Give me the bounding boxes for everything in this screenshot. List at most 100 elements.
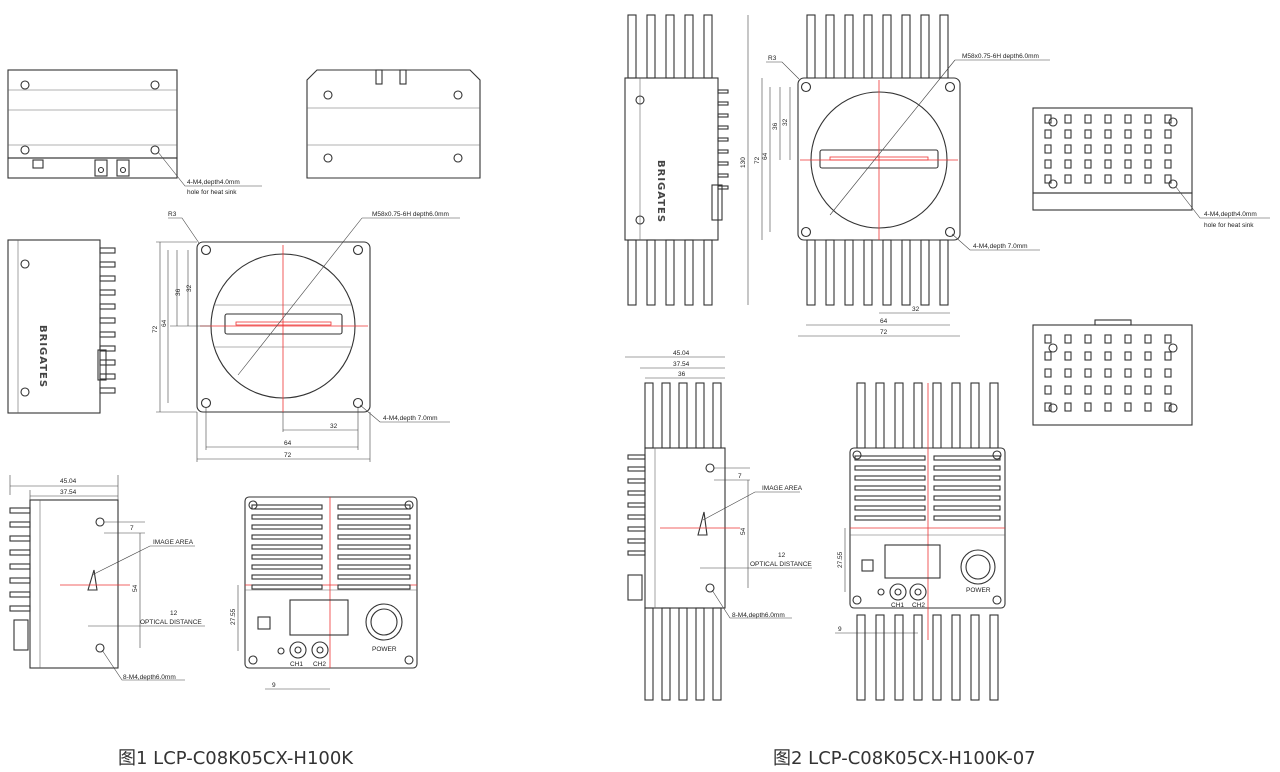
svg-text:POWER: POWER [372,646,397,653]
figure1-caption: 图1 LCP-C08K05CX-H100K [118,748,354,769]
vent-hole [1164,334,1172,344]
fig2-back-view: CH1 CH2 POWER 27.55 9 [835,383,1006,640]
svg-text:M58x0.75-6H depth6.0mm: M58x0.75-6H depth6.0mm [372,211,449,218]
vent-hole [1084,351,1092,361]
heat-fin [932,614,942,701]
vent-hole [1044,334,1052,344]
heat-fin [627,14,637,79]
svg-text:IMAGE AREA: IMAGE AREA [153,539,194,546]
heat-fin [717,89,729,94]
fig2-top-view-b [1032,319,1193,426]
vent-slot [854,475,926,481]
heat-fin [825,14,835,79]
vent-slot [251,524,323,530]
svg-text:32: 32 [330,423,338,430]
vent-hole [1144,368,1152,378]
heat-fin [856,614,866,701]
vent-hole [1164,159,1172,169]
heat-fin [627,478,646,484]
heat-fin [684,14,694,79]
svg-text:32: 32 [912,306,920,313]
fig1-back-view: CH1 CH2 POWER 27.55 9 [230,496,418,690]
heat-fin [627,466,646,472]
vent-hole [1124,159,1132,169]
vent-slot [251,544,323,550]
heat-fin [825,239,835,306]
heat-fin [99,359,116,366]
svg-text:OPTICAL DISTANCE: OPTICAL DISTANCE [140,619,202,626]
svg-text:4-M4,depth 7.0mm: 4-M4,depth 7.0mm [973,243,1028,250]
vent-hole [1124,129,1132,139]
vent-hole [1064,174,1072,184]
svg-text:12: 12 [170,610,178,617]
heat-fin [863,14,873,79]
vent-hole [1064,129,1072,139]
vent-hole [1064,159,1072,169]
heat-fin [9,549,31,556]
heat-fin [627,526,646,532]
vent-hole [1164,368,1172,378]
vent-hole [1164,351,1172,361]
svg-text:72: 72 [284,452,292,459]
svg-text:POWER: POWER [966,587,991,594]
heat-fin [717,125,729,130]
vent-hole [1104,174,1112,184]
heat-fin [9,591,31,598]
vent-hole [1104,385,1112,395]
vent-hole [1064,402,1072,412]
vent-slot [337,504,411,510]
vent-hole [1144,402,1152,412]
vent-hole [1124,385,1132,395]
vent-hole [1164,114,1172,124]
vent-hole [1104,129,1112,139]
svg-text:36: 36 [772,122,779,130]
heat-fin [989,614,999,701]
vent-slot [337,554,411,560]
heat-fin [932,382,942,449]
svg-text:OPTICAL DISTANCE: OPTICAL DISTANCE [750,561,812,568]
vent-hole [1164,174,1172,184]
svg-text:64: 64 [161,319,168,327]
fig1-top-view: 4-M4,depth4.0mm hole for heat sink [7,69,262,196]
vent-slot [854,505,926,511]
vent-hole [1104,368,1112,378]
heat-fin [901,14,911,79]
heat-fin [703,14,713,79]
svg-text:4-M4,depth4.0mm: 4-M4,depth4.0mm [1204,211,1257,218]
heat-fin [717,113,729,118]
svg-text:54: 54 [132,584,139,592]
heat-fin [627,239,637,306]
heat-fin [894,382,904,449]
vent-slot [854,485,926,491]
heat-fin [9,521,31,528]
vent-hole [1044,368,1052,378]
vent-hole [1124,402,1132,412]
svg-text:7: 7 [130,525,134,532]
heat-fin [875,382,885,449]
vent-slot [933,505,1001,511]
heat-fin [646,14,656,79]
vent-slot [854,495,926,501]
heat-fin [678,607,688,701]
heat-fin [99,345,116,352]
svg-text:CH1: CH1 [891,602,904,609]
svg-text:64: 64 [762,152,769,160]
vent-hole [1084,159,1092,169]
fig1-side-view: BRIGATES [7,239,107,414]
heat-fin [951,614,961,701]
vent-hole [1064,368,1072,378]
vent-hole [1124,334,1132,344]
vent-hole [1064,114,1072,124]
heat-fin [644,607,654,701]
heat-fin [717,173,729,178]
vent-slot [337,544,411,550]
heat-fin [717,185,729,190]
vent-hole [1104,351,1112,361]
vent-slot [337,534,411,540]
heat-fin [99,247,116,254]
heat-fin [882,14,892,79]
heat-fin [970,382,980,449]
heat-fin [627,454,646,460]
vent-hole [1144,334,1152,344]
